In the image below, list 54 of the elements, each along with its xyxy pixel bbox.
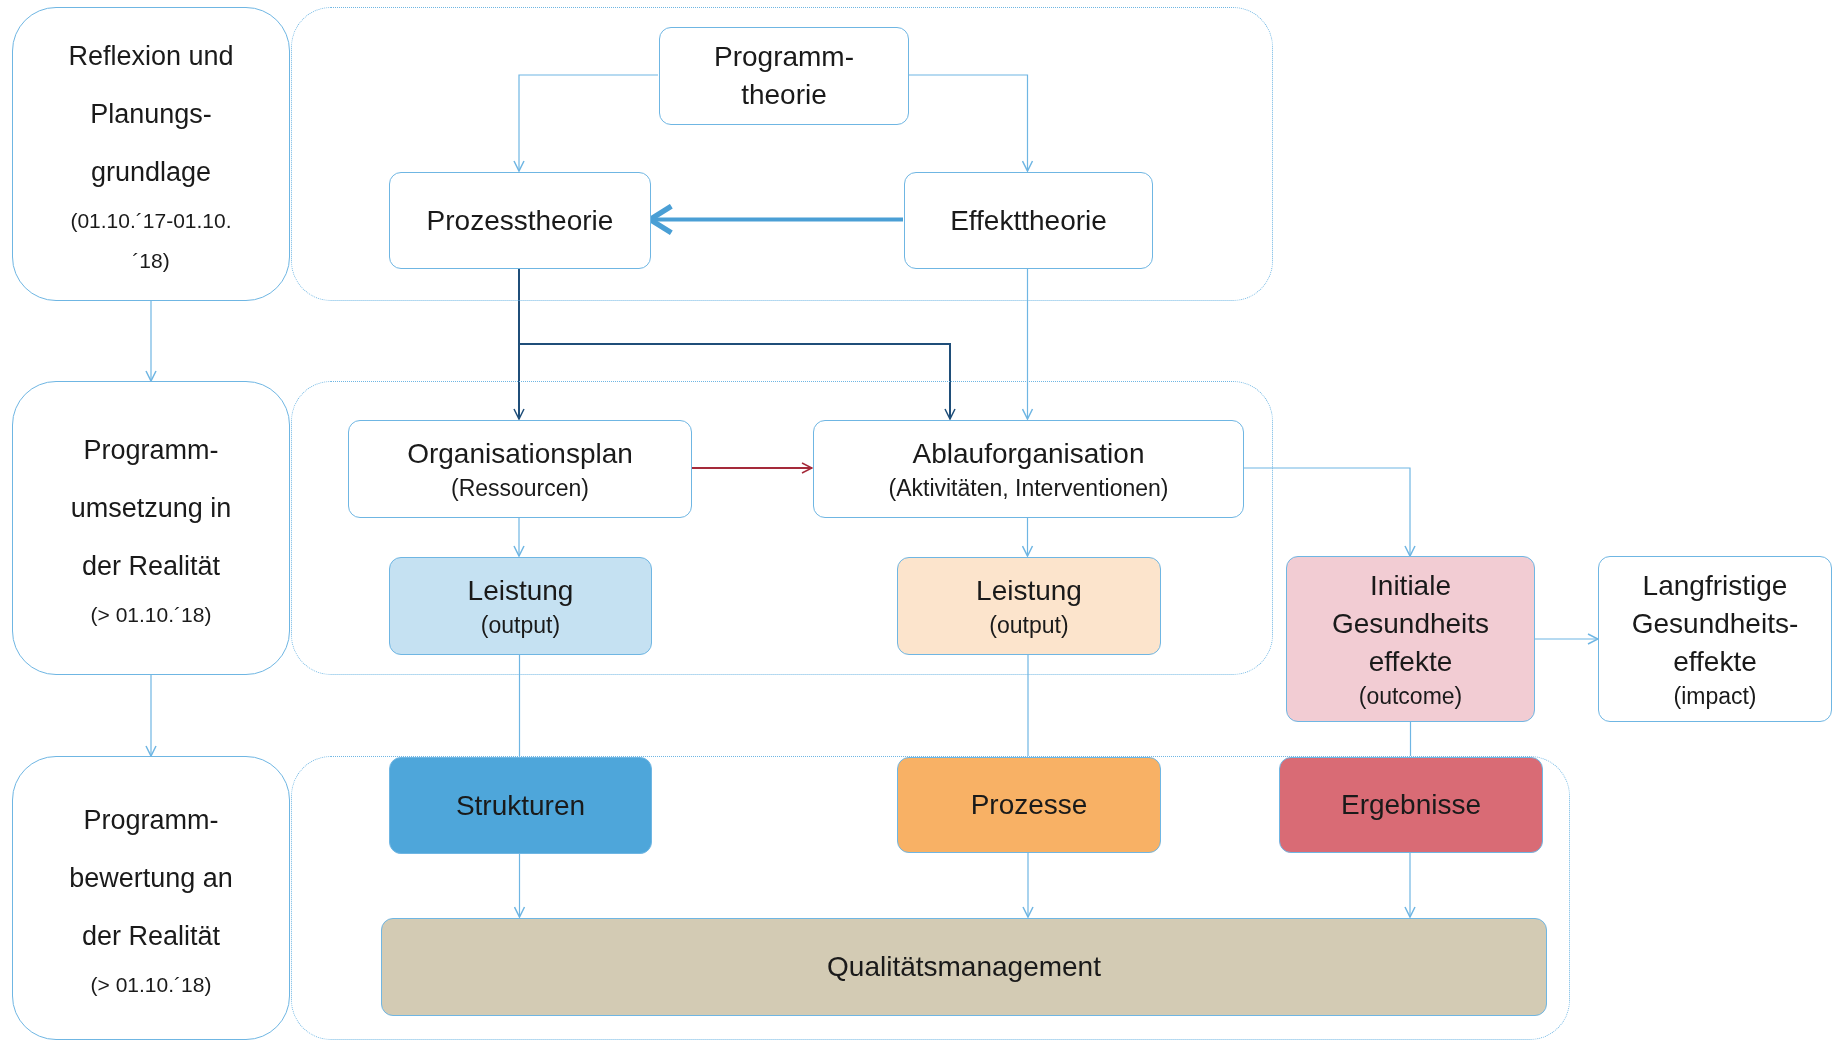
box-label: Programm-theorie — [713, 40, 855, 112]
box-label: Organisationsplan — [407, 437, 633, 471]
arrow — [1021, 516, 1034, 557]
box-sublabel: (> 01.10.´18) — [90, 602, 212, 628]
box-label: Programm-umsetzung in der Realität — [69, 434, 233, 583]
arrow — [513, 74, 659, 172]
box-sublabel: (outcome) — [1358, 682, 1463, 711]
arrow — [1534, 633, 1599, 645]
box-label: Programm-bewertung an der Realität — [68, 804, 234, 953]
box-label: Reflexion und Planungs-grundlage — [67, 40, 235, 189]
arrow — [1021, 267, 1034, 420]
box-label: Prozesstheorie — [426, 203, 614, 238]
process-box — [659, 27, 909, 125]
arrow — [145, 674, 157, 757]
box-label: Effekttheorie — [950, 203, 1107, 238]
arrow — [513, 516, 525, 557]
box-label: Leistung — [467, 574, 574, 608]
box-label: Leistung — [976, 574, 1082, 608]
phase-box — [12, 756, 290, 1040]
box-label: Ergebnisse — [1340, 788, 1482, 822]
box-label: Ablauforganisation — [912, 437, 1145, 471]
arrow — [513, 852, 526, 918]
process-box — [348, 420, 692, 518]
phase-box — [12, 7, 290, 301]
category-box — [389, 757, 652, 854]
arrow — [690, 462, 813, 474]
box-sublabel: (01.10.´17-01.10.´18) — [69, 208, 233, 274]
box-label: Strukturen — [455, 788, 586, 823]
box-sublabel: (Ressourcen) — [450, 474, 589, 503]
process-box — [904, 172, 1153, 269]
arrow — [907, 74, 1034, 172]
process-box — [813, 420, 1244, 518]
phase-box — [12, 381, 290, 675]
box-sublabel: (impact) — [1673, 682, 1757, 711]
process-box — [1598, 556, 1832, 722]
category-box — [897, 757, 1161, 853]
arrow — [1242, 467, 1416, 557]
box-sublabel: (output) — [989, 611, 1069, 640]
outcome-box — [1286, 556, 1535, 722]
process-box — [389, 172, 651, 269]
box-label: Qualitätsmanagement — [827, 950, 1101, 984]
box-sublabel: (> 01.10.´18) — [90, 972, 212, 998]
output-box — [897, 557, 1161, 655]
management-bar — [381, 918, 1547, 1016]
arrow — [1022, 851, 1034, 918]
box-label: Initiale Gesundheits effekte — [1330, 569, 1491, 679]
box-sublabel: (Aktivitäten, Interventionen) — [888, 474, 1169, 503]
box-label: Prozesse — [970, 788, 1088, 822]
arrow — [145, 300, 157, 382]
category-box — [1279, 757, 1543, 853]
box-sublabel: (output) — [480, 611, 561, 640]
box-label: Langfristige Gesundheits-effekte — [1630, 569, 1800, 679]
output-box — [389, 557, 652, 655]
arrow — [1404, 851, 1416, 918]
